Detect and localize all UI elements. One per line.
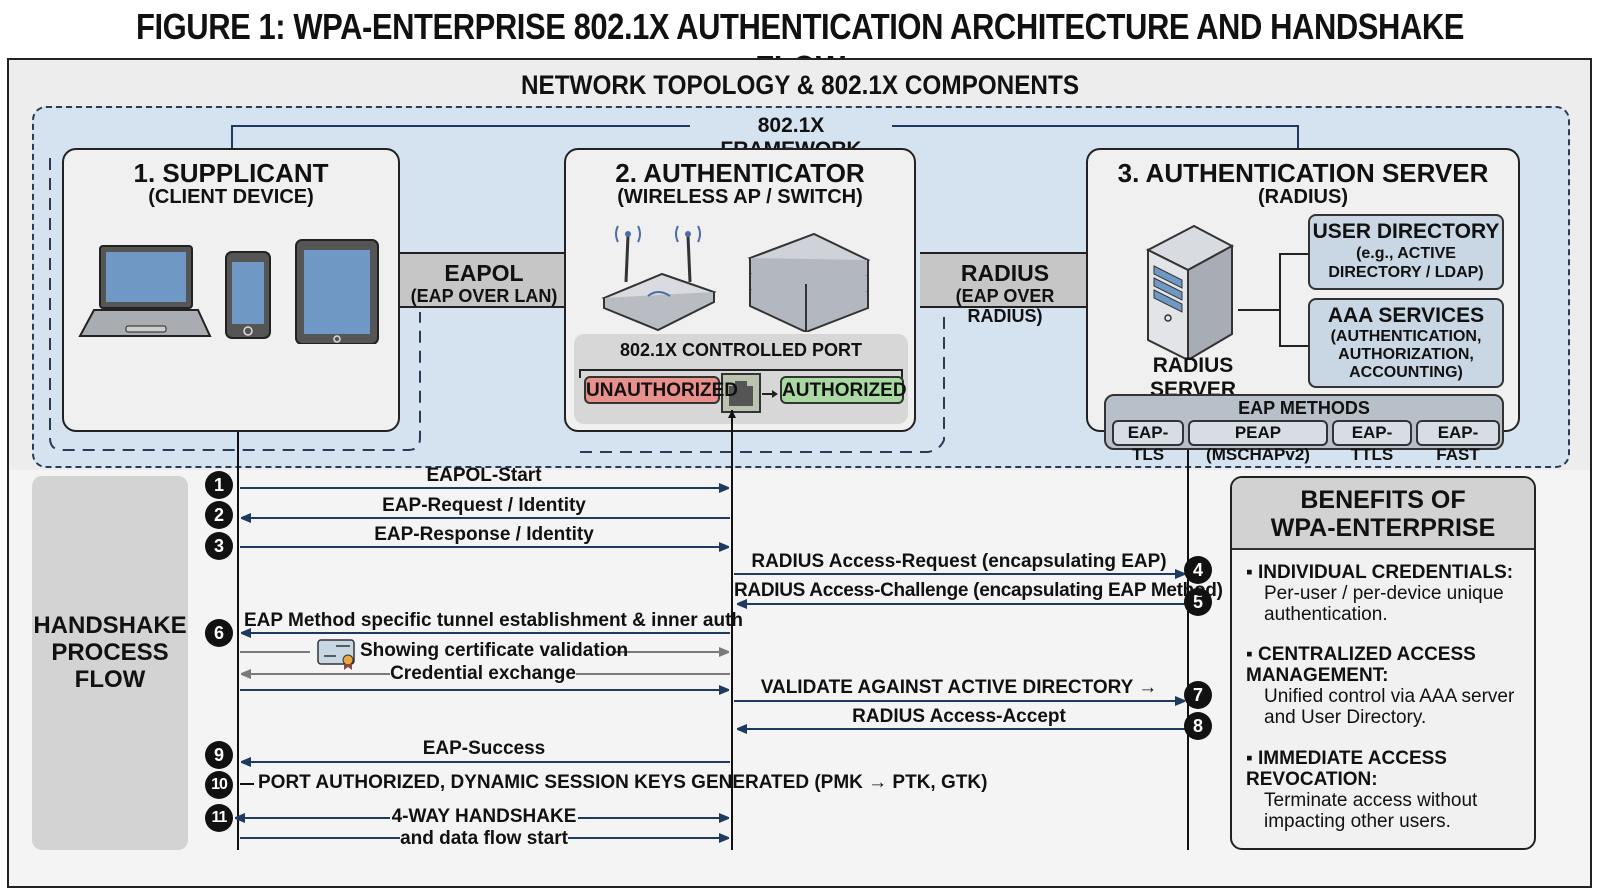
- handshake-label-line: FLOW: [74, 666, 146, 693]
- port-bracket: [579, 369, 903, 378]
- framework-bracket: [49, 125, 1299, 453]
- step-badge-7: 7: [1184, 681, 1212, 709]
- step-badge-8: 8: [1184, 712, 1212, 740]
- user-directory-line: (e.g., ACTIVE: [1356, 245, 1456, 262]
- aaa-services-line: ACCOUNTING): [1349, 364, 1463, 381]
- user-directory-line: DIRECTORY / LDAP): [1328, 264, 1484, 281]
- laptop-icon: [78, 245, 212, 337]
- topology-title: NETWORK TOPOLOGY & 802.1X COMPONENTS: [520, 70, 1080, 100]
- supplicant-title: 1. SUPPLICANT: [133, 158, 329, 188]
- server-connector-lines: [1238, 253, 1308, 347]
- auth-server-card: 3. AUTHENTICATION SERVER (RADIUS) RADIUS…: [1086, 148, 1520, 432]
- handshake-panel: [32, 476, 188, 850]
- eap-methods-box: EAP METHODS EAP-TLS PEAP (MSCHAPv2) EAP-…: [1104, 394, 1504, 464]
- aaa-services-title: AAA SERVICES: [1327, 304, 1485, 327]
- aaa-services-line: (AUTHENTICATION,: [1330, 328, 1482, 345]
- message-step-2: EAP-Request / Identity: [382, 495, 586, 516]
- message-data-flow: and data flow start: [400, 828, 568, 849]
- step-badge-9: 9: [205, 741, 233, 769]
- benefit-title: ▪ IMMEDIATE ACCESS REVOCATION:: [1246, 748, 1447, 790]
- controlled-port-title: 802.1X CONTROLLED PORT: [619, 340, 863, 360]
- message-step-4: RADIUS Access-Request (encapsulating EAP…: [751, 551, 1167, 572]
- handshake-panel-label: HANDSHAKE PROCESS FLOW: [32, 612, 188, 693]
- message-cert-validation: Showing certificate validation: [360, 640, 629, 661]
- benefits-panel: BENEFITS OF WPA-ENTERPRISE ▪ INDIVIDUAL …: [1230, 476, 1536, 850]
- certificate-icon: [317, 639, 355, 670]
- step-badge-4: 4: [1184, 556, 1212, 584]
- port-arrow: [772, 390, 778, 398]
- step-badge-10: 10: [205, 771, 233, 799]
- step-badge-5: 5: [1184, 588, 1212, 616]
- authenticator-card: 2. AUTHENTICATOR (WIRELESS AP / SWITCH) …: [564, 148, 916, 432]
- message-step-1: EAPOL-Start: [426, 465, 542, 486]
- aaa-services-line: AUTHORIZATION,: [1338, 346, 1474, 363]
- benefit-item: ▪ IMMEDIATE ACCESS REVOCATION: Terminate…: [1246, 748, 1526, 832]
- benefits-title-line: BENEFITS OF: [1300, 486, 1466, 514]
- message-step-11: 4-WAY HANDSHAKE: [391, 806, 577, 827]
- authenticator-subtitle: (WIRELESS AP / SWITCH): [617, 186, 863, 208]
- authenticator-title: 2. AUTHENTICATOR: [615, 158, 865, 188]
- eap-method-peap: PEAP (MSCHAPv2): [1188, 420, 1328, 464]
- ethernet-port-glyph: [729, 381, 753, 406]
- step-badge-6: 6: [205, 619, 233, 647]
- controlled-port-area: 802.1X CONTROLLED PORT UNAUTHORIZED AUTH…: [574, 334, 908, 424]
- benefit-desc: Terminate access without impacting other…: [1264, 790, 1478, 832]
- framework-line-right: [892, 125, 1299, 148]
- benefits-title-line: WPA-ENTERPRISE: [1270, 514, 1496, 542]
- benefits-title: BENEFITS OF WPA-ENTERPRISE: [1232, 478, 1534, 550]
- step-badge-3: 3: [205, 532, 233, 560]
- step-badge-11: 11: [205, 804, 233, 832]
- eapol-label: EAPOL: [444, 260, 524, 286]
- handshake-label-line: PROCESS: [51, 639, 169, 666]
- auth-server-title: 3. AUTHENTICATION SERVER: [1117, 158, 1489, 188]
- message-step-6: EAP Method specific tunnel establishment…: [244, 610, 744, 631]
- eap-method-fast: EAP-FAST: [1416, 420, 1500, 464]
- step-badge-1: 1: [205, 471, 233, 499]
- supplicant-dashed-region: [49, 158, 421, 451]
- auth-server-subtitle: (RADIUS): [1258, 186, 1348, 208]
- eap-method-tls: EAP-TLS: [1112, 420, 1184, 464]
- benefit-title: ▪ CENTRALIZED ACCESS MANAGEMENT:: [1246, 644, 1476, 686]
- message-step-7: VALIDATE AGAINST ACTIVE DIRECTORY →: [760, 677, 1158, 698]
- user-directory-box: USER DIRECTORY (e.g., ACTIVE DIRECTORY /…: [1308, 214, 1504, 290]
- user-directory-title: USER DIRECTORY: [1312, 220, 1500, 243]
- framework-line-left: [231, 125, 690, 148]
- tablet-icon: [295, 239, 379, 344]
- network-switch-icon: [747, 232, 871, 332]
- smartphone-icon: [225, 251, 271, 339]
- aaa-services-box: AAA SERVICES (AUTHENTICATION, AUTHORIZAT…: [1308, 298, 1504, 388]
- benefit-item: ▪ INDIVIDUAL CREDENTIALS: Per-user / per…: [1246, 562, 1526, 625]
- radius-label: RADIUS: [960, 260, 1050, 286]
- supplicant-card: 1. SUPPLICANT (CLIENT DEVICE): [62, 148, 400, 432]
- message-step-10: PORT AUTHORIZED, DYNAMIC SESSION KEYS GE…: [258, 772, 988, 793]
- eap-method-ttls: EAP-TTLS: [1332, 420, 1412, 464]
- benefit-desc: Unified control via AAA server and User …: [1264, 686, 1515, 728]
- message-step-8: RADIUS Access-Accept: [852, 706, 1066, 727]
- authorized-state: AUTHORIZED: [780, 376, 907, 404]
- wireless-ap-icon: [601, 225, 717, 332]
- message-step-3: EAP-Response / Identity: [374, 524, 594, 545]
- radius-server-icon: [1145, 224, 1235, 360]
- benefit-desc: Per-user / per-device unique authenticat…: [1264, 583, 1504, 625]
- handshake-label-line: HANDSHAKE: [33, 612, 187, 639]
- radius-link: RADIUS (EAP OVER RADIUS): [920, 252, 1090, 326]
- supplicant-subtitle: (CLIENT DEVICE): [148, 186, 314, 208]
- benefit-title: ▪ INDIVIDUAL CREDENTIALS:: [1246, 562, 1514, 583]
- message-step-9: EAP-Success: [422, 738, 546, 759]
- step-badge-2: 2: [205, 501, 233, 529]
- eap-methods-title: EAP METHODS: [1238, 398, 1370, 418]
- radius-sublabel: (EAP OVER RADIUS): [955, 286, 1055, 326]
- message-step-5: RADIUS Access-Challenge (encapsulating E…: [734, 580, 1223, 601]
- eapol-sublabel: (EAP OVER LAN): [410, 286, 558, 306]
- benefit-item: ▪ CENTRALIZED ACCESS MANAGEMENT: Unified…: [1246, 644, 1526, 728]
- authenticator-dashed-region: [580, 312, 945, 453]
- message-credential-exchange: Credential exchange: [390, 663, 576, 684]
- unauthorized-state: UNAUTHORIZED: [584, 376, 738, 404]
- eapol-link: EAPOL (EAP OVER LAN): [400, 252, 568, 308]
- client-devices: [78, 239, 379, 344]
